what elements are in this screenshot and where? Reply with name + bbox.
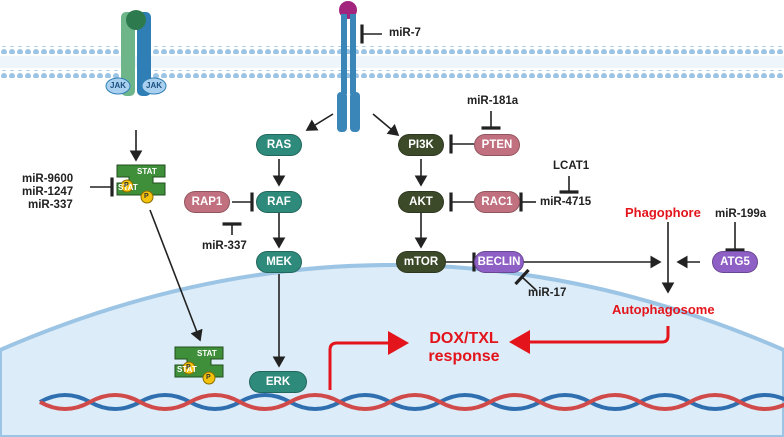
raf-node: RAF bbox=[256, 191, 302, 213]
ras-node: RAS bbox=[256, 134, 302, 156]
stat-top-label: STAT bbox=[197, 349, 217, 358]
rac1-node: RAC1 bbox=[474, 191, 520, 213]
mir181a-label: miR-181a bbox=[467, 95, 519, 107]
mir337-label: miR-337 bbox=[28, 199, 73, 211]
stat-dimer-nucleus bbox=[174, 346, 224, 385]
nucleus bbox=[0, 263, 784, 437]
response-arrows bbox=[328, 326, 670, 390]
rap1-node: RAP1 bbox=[184, 191, 230, 213]
akt-node: AKT bbox=[398, 191, 444, 213]
phospho-label: P bbox=[124, 182, 129, 189]
response-line1: DOX/TXL bbox=[429, 330, 499, 347]
inhibition-bars bbox=[90, 24, 745, 291]
atg5-node: ATG5 bbox=[712, 251, 758, 273]
dna-helix bbox=[39, 393, 784, 411]
phagophore-label: Phagophore bbox=[625, 205, 701, 220]
phospho-label: P bbox=[186, 364, 191, 371]
mtor-node: mTOR bbox=[396, 251, 446, 273]
mir1247-label: miR-1247 bbox=[22, 186, 74, 198]
mir4715-label: miR-4715 bbox=[540, 196, 592, 208]
response-line2: response bbox=[428, 348, 500, 365]
cell-membrane bbox=[0, 46, 784, 78]
mir17-label: miR-17 bbox=[528, 287, 567, 299]
mir199a-label: miR-199a bbox=[715, 208, 767, 220]
erk-node: ERK bbox=[249, 371, 307, 393]
stat-bottom-label: STAT bbox=[118, 183, 138, 192]
phospho-label: P bbox=[144, 193, 149, 200]
mek-node: MEK bbox=[256, 251, 302, 273]
phospho-label: P bbox=[206, 374, 211, 381]
stat-bottom-label: STAT bbox=[177, 365, 197, 374]
cytokine-receptor bbox=[105, 10, 167, 96]
jak-right-label: JAK bbox=[146, 81, 163, 90]
lcat1-label: LCAT1 bbox=[553, 160, 590, 172]
response-label: DOX/TXL response bbox=[416, 330, 512, 366]
mir7-label: miR-7 bbox=[389, 27, 421, 39]
mir337-label: miR-337 bbox=[202, 240, 247, 252]
pi3k-node: PI3K bbox=[398, 134, 444, 156]
autophagosome-label: Autophagosome bbox=[612, 302, 715, 317]
egfr-receptor bbox=[337, 1, 360, 132]
stat-dimer-cytoplasm bbox=[116, 164, 166, 204]
beclin-node: BECLIN bbox=[474, 251, 524, 273]
stat-top-label: STAT bbox=[137, 167, 157, 176]
jak-left-label: JAK bbox=[110, 81, 127, 90]
pten-node: PTEN bbox=[474, 134, 520, 156]
mir9600-label: miR-9600 bbox=[22, 173, 74, 185]
